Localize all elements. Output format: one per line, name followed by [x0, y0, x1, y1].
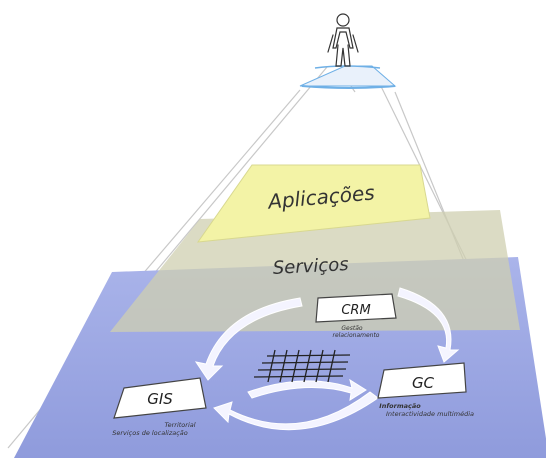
crm-caption-line2: relacionamento	[333, 332, 380, 339]
crm-box: CRM Gestão relacionamento	[315, 293, 397, 339]
person-icon	[327, 13, 359, 67]
gis-caption-line1: Territorial	[164, 421, 195, 429]
network-grid-icon	[253, 349, 351, 383]
gc-caption-line1: Informação	[379, 402, 421, 410]
arrow-gc-to-gis	[213, 391, 379, 431]
crm-caption-line1: Gestão	[341, 325, 362, 332]
gc-box: GC Informação Interactividade multimédia	[377, 362, 474, 418]
gis-label: GIS	[147, 390, 173, 408]
layer-label-servicos: Serviços	[272, 254, 349, 279]
gis-caption-line2: Serviços de localização	[112, 429, 188, 437]
cycle-arrows	[194, 287, 460, 431]
top-layer	[196, 164, 431, 243]
gc-label: GC	[412, 374, 435, 392]
arrow-crm-to-gc	[397, 287, 460, 363]
arrow-crm-to-gis	[194, 297, 303, 381]
pyramid-top	[299, 65, 397, 89]
arrow-gis-to-gc	[247, 378, 367, 401]
gis-box: GIS Territorial Serviços de localização	[112, 377, 207, 437]
crm-label: CRM	[341, 303, 370, 318]
gc-caption-line2: Interactividade multimédia	[386, 410, 474, 418]
